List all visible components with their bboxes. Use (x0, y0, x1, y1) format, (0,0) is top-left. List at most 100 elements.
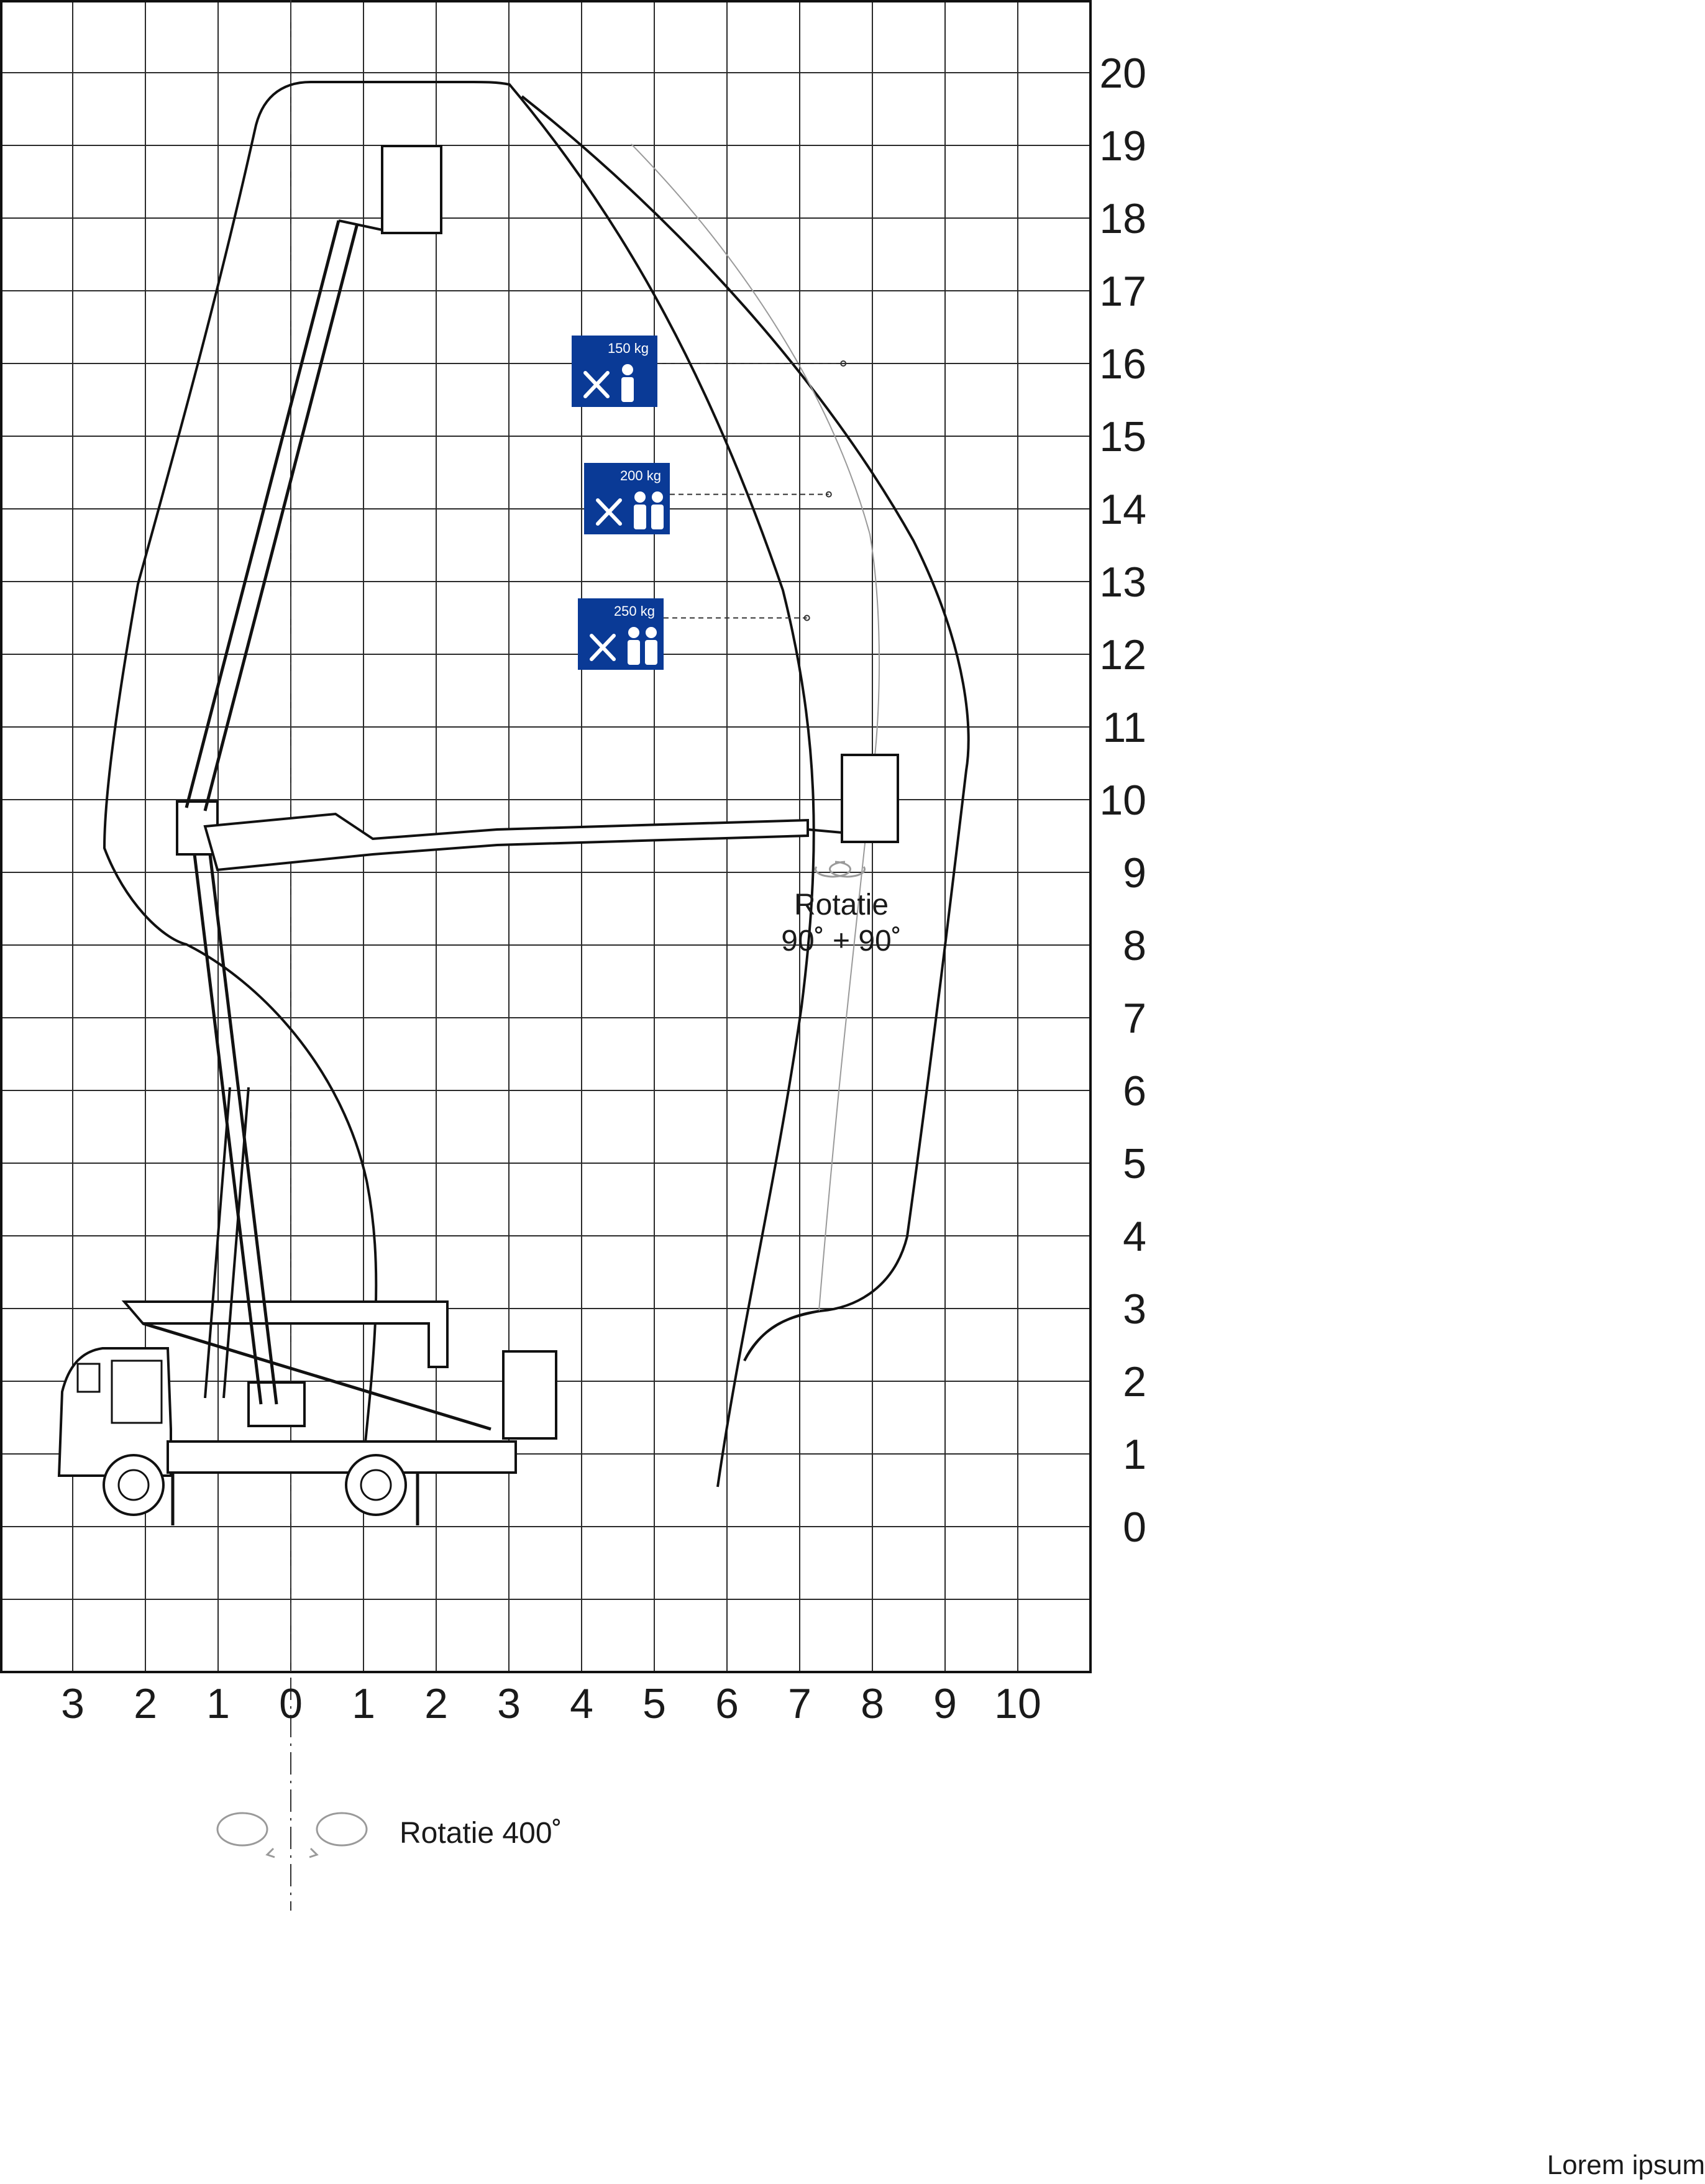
load-sign-250-kg: 250 kg (578, 598, 810, 670)
basket-link (338, 219, 383, 231)
rear-hub (360, 1469, 392, 1501)
load-reach-point (825, 491, 832, 498)
basket-rotation-line1: Rotatie (794, 889, 889, 921)
y-tick-label: 10 (1099, 777, 1146, 824)
x-tick-label: 1 (352, 1680, 375, 1727)
x-tick-label: 0 (279, 1680, 303, 1727)
y-tick-label: 5 (1123, 1140, 1146, 1187)
x-tick-label: 4 (570, 1680, 593, 1727)
y-tick-label: 18 (1099, 195, 1146, 242)
load-sign-200-kg: 200 kg (584, 463, 832, 534)
inner-reach-curve (631, 144, 880, 1312)
lift-cylinder (222, 1087, 250, 1399)
upper-boom (203, 223, 359, 811)
y-tick-label: 11 (1102, 704, 1146, 751)
truck-chassis (167, 1440, 517, 1474)
y-tick-label: 7 (1123, 995, 1146, 1042)
grid (0, 0, 1092, 1911)
y-tick-label: 13 (1099, 559, 1146, 606)
y-tick-label: 12 (1099, 631, 1146, 679)
turret-rotation-text: Rotatie 400˚ (400, 1817, 562, 1850)
tools-icon (590, 634, 616, 661)
person-body (645, 640, 657, 665)
outer-envelope-right (521, 95, 970, 1361)
y-tick-label: 15 (1099, 413, 1146, 460)
y-tick-label: 20 (1099, 50, 1146, 97)
grid-border (0, 0, 1092, 1673)
x-tick-label: 6 (715, 1680, 739, 1727)
person-head (622, 364, 633, 375)
x-tick-label: 3 (61, 1680, 85, 1727)
y-tick-label: 1 (1123, 1431, 1146, 1478)
person-icon (634, 491, 646, 529)
y-tick-label: 17 (1099, 268, 1146, 315)
horizontal-boom (203, 812, 809, 872)
footer-text: Lorem ipsum (1547, 2150, 1705, 2180)
person-head (646, 627, 657, 638)
x-tick-label: 5 (642, 1680, 666, 1727)
hammer-line (590, 634, 616, 661)
person-icon (628, 627, 640, 665)
load-signs: 150 kg 200 kg 250 kg (572, 336, 847, 670)
tools-icon (583, 371, 610, 398)
front-wheel (103, 1454, 165, 1516)
x-tick-label: 1 (206, 1680, 230, 1727)
person-body (651, 505, 664, 529)
tools-icon (596, 498, 622, 526)
basket-rotation-label: Rotatie 90˚ + 90˚ (781, 861, 902, 957)
y-tick-label: 8 (1123, 922, 1146, 969)
basket-rotation-line2: 90˚ + 90˚ (781, 925, 901, 957)
stowed-basket (502, 1350, 557, 1440)
x-tick-label: 2 (134, 1680, 157, 1727)
top-basket (381, 145, 442, 234)
load-reach-point (840, 360, 847, 367)
basket-link (807, 828, 843, 834)
person-body (628, 640, 640, 665)
load-sign-label: 150 kg (608, 340, 649, 356)
lift-cylinder (204, 1087, 231, 1399)
x-tick-label: 2 (424, 1680, 448, 1727)
truck-mounted-platform (57, 145, 899, 1525)
load-reach-point (803, 615, 810, 621)
y-tick-label: 0 (1123, 1504, 1146, 1551)
y-tick-label: 9 (1123, 849, 1146, 897)
y-tick-label: 2 (1123, 1358, 1146, 1405)
rotation-arrows-icon (814, 861, 866, 878)
cab-door (111, 1359, 163, 1424)
x-tick-label: 9 (933, 1680, 957, 1727)
outer-envelope-left (103, 81, 815, 1492)
stowed-boom (121, 1300, 449, 1368)
lower-boom (206, 838, 278, 1405)
cab-window (76, 1363, 101, 1393)
y-tick-label: 19 (1099, 122, 1146, 170)
person-head (628, 627, 639, 638)
turret-rotation-label: Rotatie 400˚ (216, 1812, 562, 1858)
load-sign-label: 250 kg (614, 603, 655, 619)
x-tick-label: 8 (861, 1680, 884, 1727)
hammer-line (596, 498, 622, 526)
person-icon (651, 491, 664, 529)
x-tick-label: 7 (788, 1680, 811, 1727)
rotation-arrows-icon (216, 1812, 368, 1858)
y-tick-label: 6 (1123, 1067, 1146, 1115)
person-icon (621, 364, 634, 402)
load-sign-150-kg: 150 kg (572, 336, 847, 407)
stowed-boom-arm (142, 1322, 491, 1431)
truck-cab (57, 1347, 172, 1477)
person-head (652, 491, 663, 503)
envelope-bottom (743, 1310, 820, 1361)
x-tick-label: 10 (994, 1680, 1041, 1727)
upper-boom (185, 220, 341, 808)
person-icon (645, 627, 657, 665)
load-sign-label: 200 kg (620, 468, 661, 483)
hammer-line (583, 371, 610, 398)
y-tick-label: 3 (1123, 1286, 1146, 1333)
y-tick-label: 16 (1099, 340, 1146, 388)
person-body (634, 505, 646, 529)
y-tick-label: 14 (1099, 486, 1146, 533)
side-basket (841, 754, 899, 843)
x-tick-label: 3 (497, 1680, 521, 1727)
rear-wheel (345, 1454, 407, 1516)
